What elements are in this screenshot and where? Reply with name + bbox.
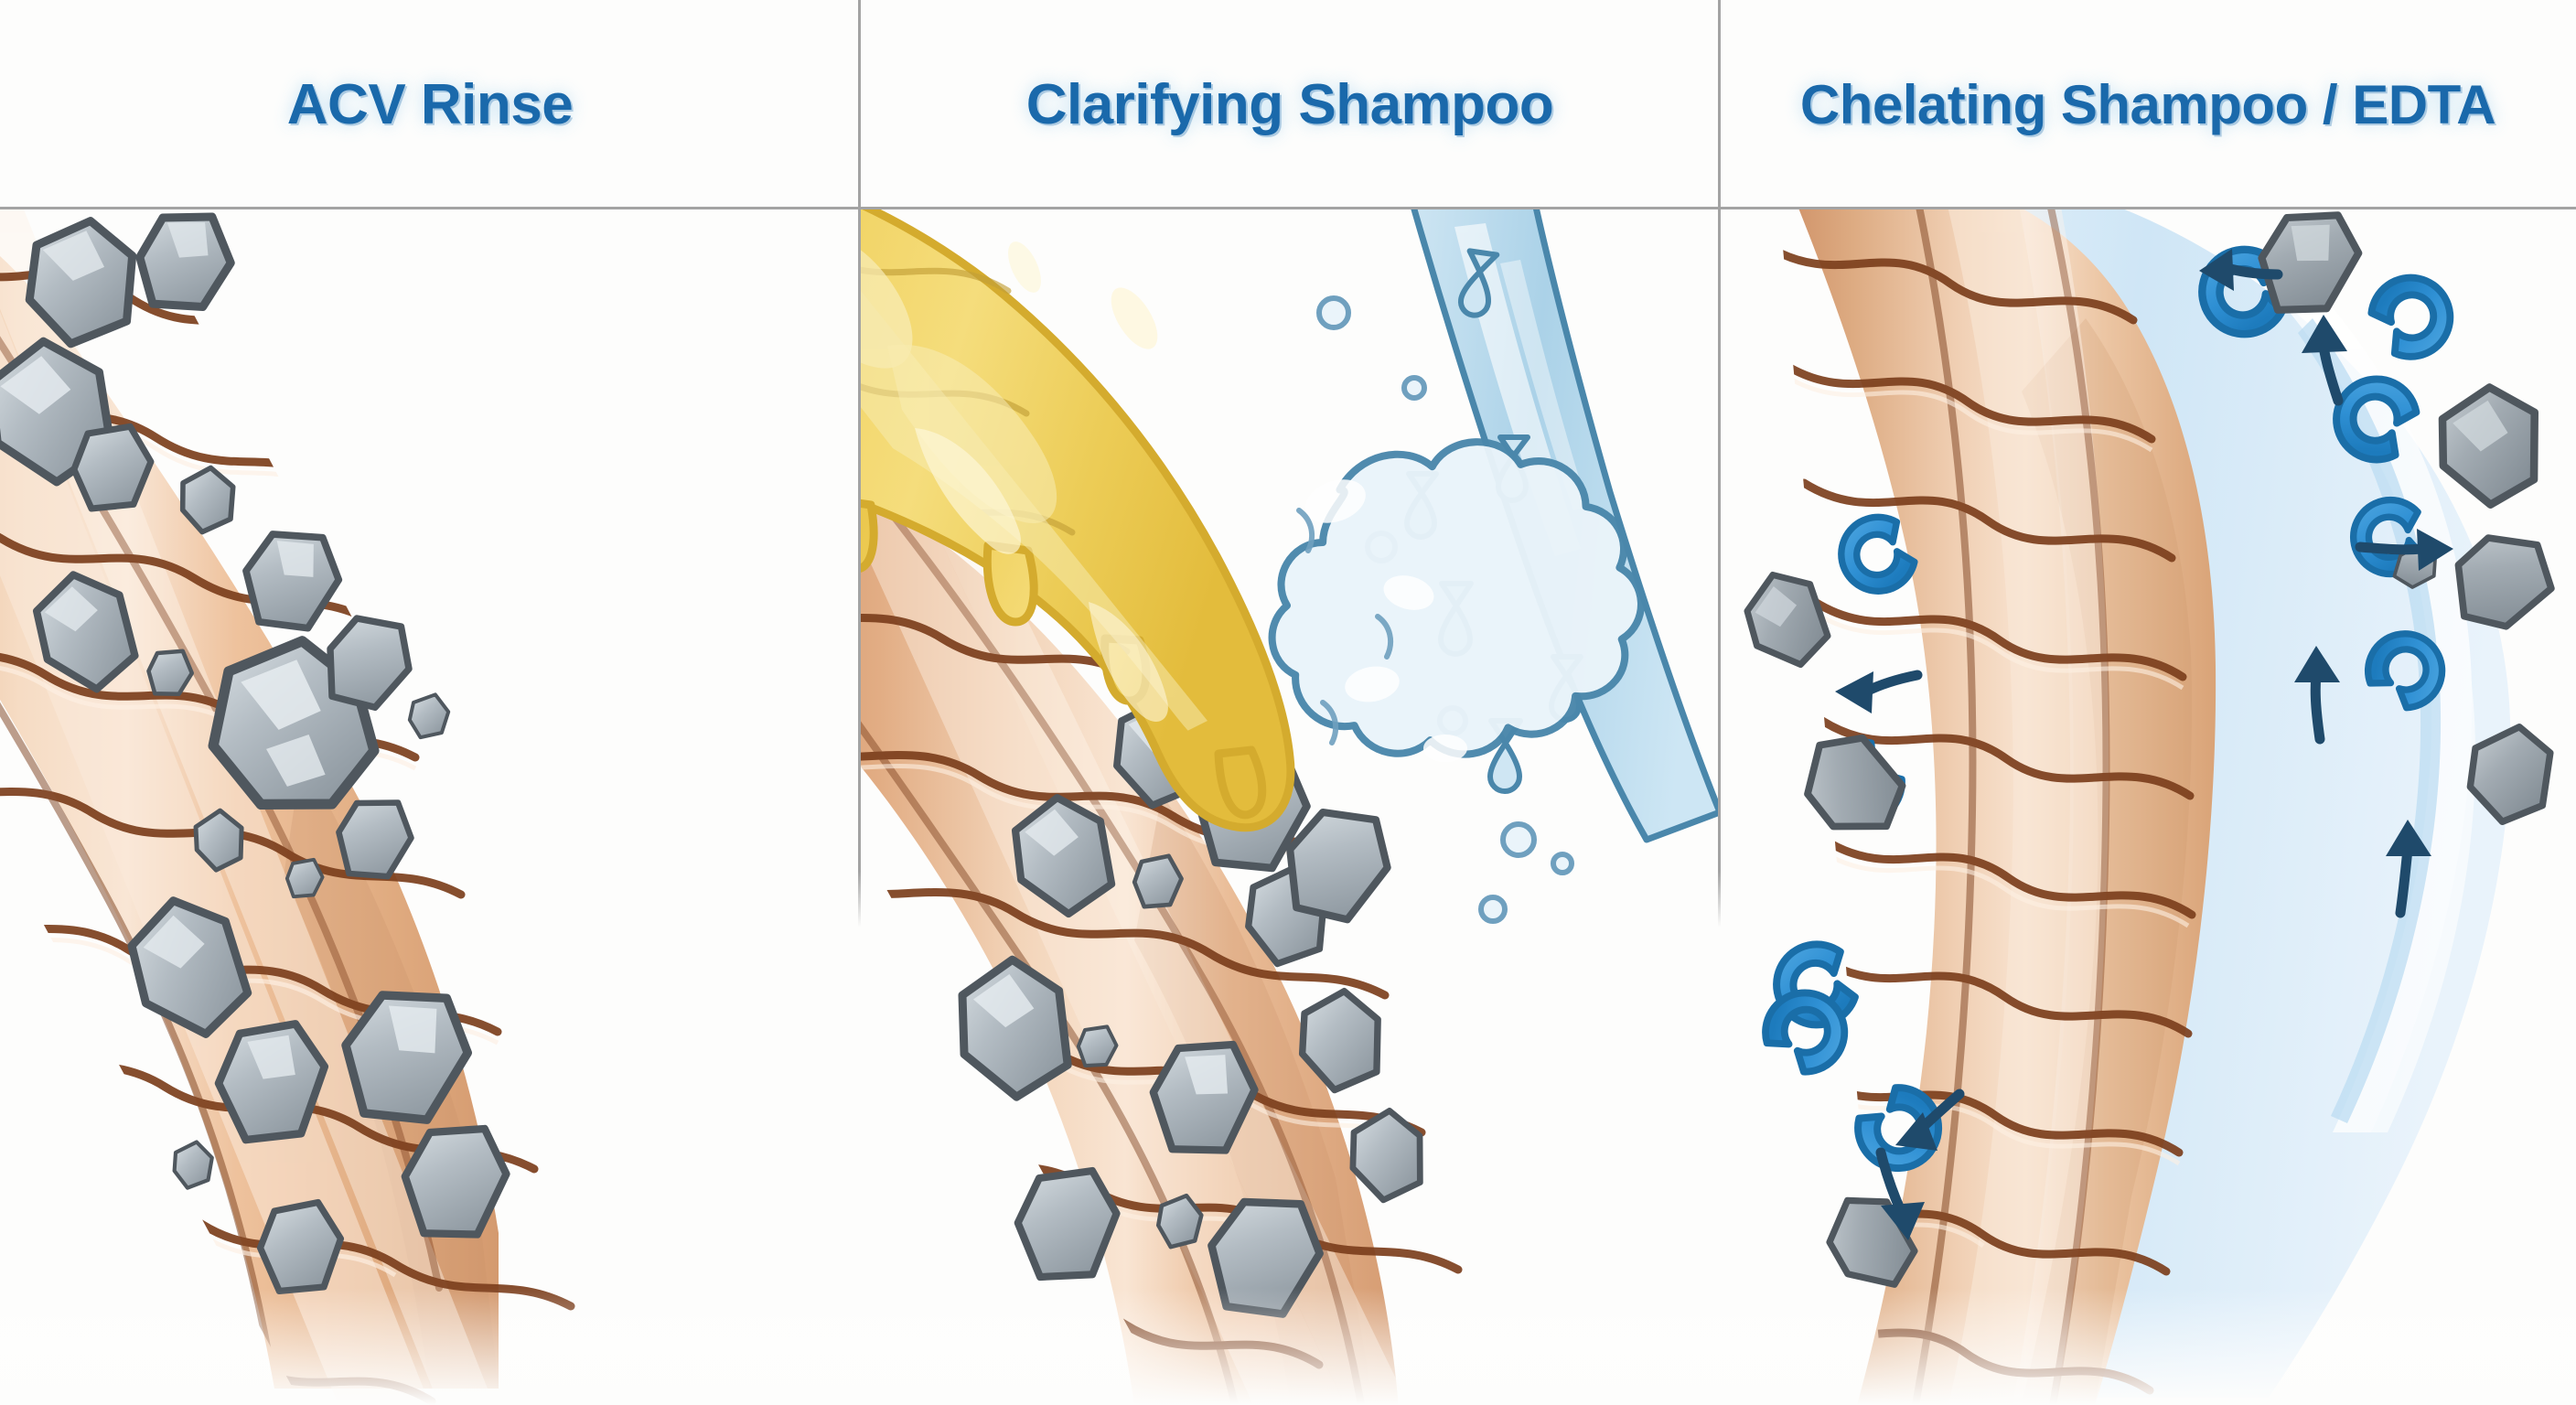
shampoo-gel — [860, 209, 1295, 832]
panel-clarifying-shampoo: Clarifying Shampoo — [860, 0, 1720, 1405]
panel-1-illustration — [0, 209, 860, 1405]
panel-divider-2 — [1718, 0, 1721, 1405]
panel-3-illustration — [1720, 209, 2576, 1405]
acv-rinse-scene — [0, 209, 860, 1405]
freed-minerals — [1744, 211, 2555, 1288]
bottom-fade — [0, 1288, 860, 1405]
bottom-fade — [1720, 1288, 2576, 1405]
panel-2-header: Clarifying Shampoo — [860, 0, 1720, 209]
panel-divider-1 — [858, 0, 861, 1405]
clarifying-shampoo-scene — [860, 209, 1720, 1405]
panel-acv-rinse: ACV Rinse — [0, 0, 860, 1405]
bottom-fade — [860, 1288, 1720, 1405]
header-divider — [0, 207, 2576, 209]
panel-1-header: ACV Rinse — [0, 0, 860, 209]
mineral-deposits-acv — [0, 212, 510, 1295]
panel-3-title: Chelating Shampoo / EDTA — [1799, 73, 2496, 135]
hair-strand-clean — [1775, 209, 2216, 1405]
panel-chelating-shampoo-edta: Chelating Shampoo / EDTA — [1720, 0, 2576, 1405]
foam-cloud — [1268, 438, 1645, 762]
motion-arrows — [1835, 249, 2453, 1240]
mineral-deposits-clarifying — [958, 695, 1423, 1318]
panel-2-illustration — [860, 209, 1720, 1405]
panel-2-title: Clarifying Shampoo — [1025, 72, 1554, 136]
panel-3-header: Chelating Shampoo / EDTA — [1720, 0, 2576, 209]
chelating-scene — [1720, 209, 2576, 1405]
panel-1-title: ACV Rinse — [286, 72, 574, 136]
